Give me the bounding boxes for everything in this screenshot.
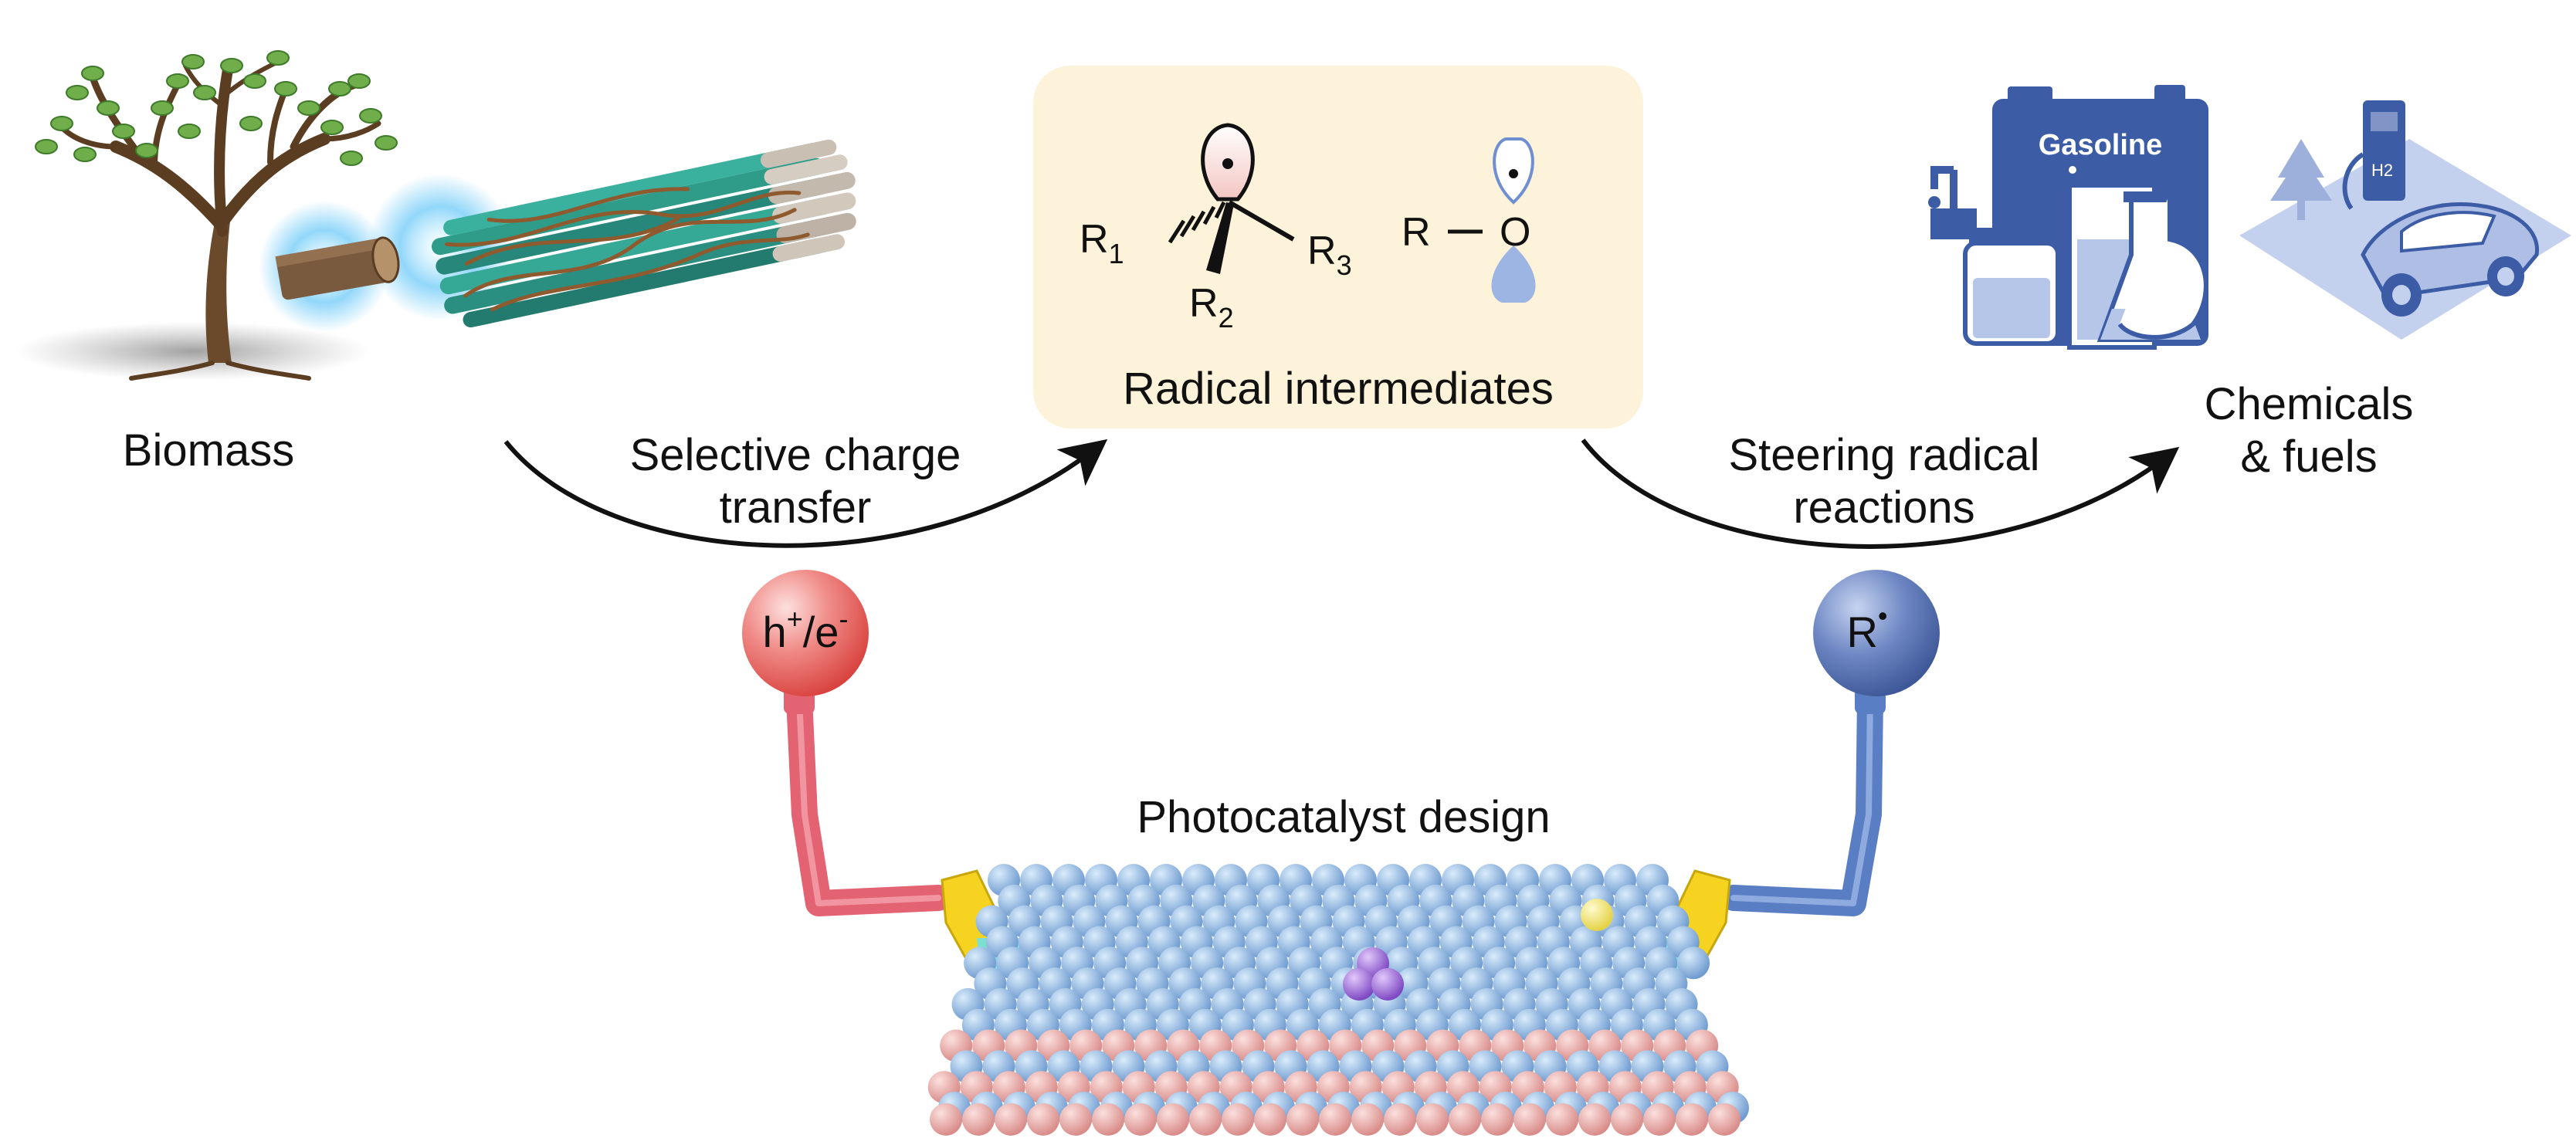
svg-text:R1: R1: [1080, 217, 1124, 269]
lattice-atom: [1578, 1103, 1611, 1136]
electron-label: /e: [803, 608, 839, 656]
lattice-atom: [1481, 1103, 1513, 1136]
chemicals-fuels-label: Chemicals & fuels: [2162, 378, 2456, 484]
active-site-atom: [1371, 968, 1404, 1001]
carbon-r2-subscript: 2: [1219, 302, 1234, 334]
charge-transfer-line-2: transfer: [719, 483, 872, 533]
h2-pump-label: H2: [2371, 161, 2393, 180]
lattice-atom: [1546, 1103, 1578, 1136]
carbon-r2-label: R: [1189, 281, 1219, 326]
radical-dot: •: [1878, 600, 1888, 632]
lattice-atom: [1611, 1103, 1643, 1136]
gasoline-label: Gasoline: [2039, 129, 2163, 161]
lattice-atom: [930, 1103, 962, 1136]
radical-intermediates-panel: [1033, 66, 1643, 428]
alkoxy-o-label: O: [1500, 210, 1530, 255]
tree-icon: [15, 50, 398, 381]
carbon-r3-label: R: [1307, 229, 1337, 273]
charge-transfer-label: Selective charge transfer: [564, 429, 1027, 535]
chemicals-line-1: Chemicals: [2204, 379, 2414, 429]
lattice-atom: [1222, 1103, 1254, 1136]
hole-electron-sphere: h+/e-: [742, 570, 869, 696]
lattice-atom: [1643, 1103, 1676, 1136]
photocatalyst-lattice: [927, 864, 1749, 1136]
alkoxy-r-label: R: [1402, 210, 1431, 255]
lattice-atom: [1286, 1103, 1319, 1136]
lattice-atom: [1676, 1103, 1708, 1136]
svg-text:R•: R•: [1846, 600, 1887, 656]
charge-transfer-arrow: [503, 439, 1108, 548]
lattice-atom: [1384, 1103, 1416, 1136]
lattice-atom: [1319, 1103, 1351, 1136]
gasoline-chemicals-icon: Gasoline: [1928, 85, 2208, 350]
steering-label: Steering radical reactions: [1668, 429, 2100, 535]
carbon-r1-subscript: 1: [1109, 238, 1124, 269]
carbon-r3-subscript: 3: [1337, 249, 1352, 281]
lattice-atom: [1708, 1103, 1740, 1136]
carbon-r1-label: R: [1080, 217, 1109, 262]
radical-intermediates-label: Radical intermediates: [1123, 364, 1554, 414]
lattice-atom: [1157, 1103, 1189, 1136]
radical-sphere: R•: [1813, 570, 1940, 696]
charge-transfer-line-1: Selective charge: [629, 430, 961, 480]
lattice-atom: [962, 1103, 995, 1136]
lattice-atom: [1189, 1103, 1222, 1136]
carbon-radical-structure: R1 R2 R3: [1080, 123, 1352, 334]
lattice-atom: [1416, 1103, 1449, 1136]
lattice-atom: [995, 1103, 1027, 1136]
steering-arrow: [1581, 439, 2180, 549]
radical-r-label: R: [1846, 608, 1877, 656]
hole-sup: +: [787, 603, 803, 635]
biomass-label: Biomass: [122, 425, 295, 476]
chemicals-line-2: & fuels: [2240, 432, 2378, 483]
lattice-atom: [1677, 947, 1710, 980]
svg-text:h+/e-: h+/e-: [763, 603, 849, 656]
lattice-atom: [1059, 1103, 1092, 1136]
lattice-atom: [1351, 1103, 1384, 1136]
lattice-atom: [1254, 1103, 1286, 1136]
active-site-atom: [1343, 968, 1375, 1001]
biomass-fiber-icon: [259, 139, 856, 332]
alkoxy-radical-structure: R O: [1402, 137, 1536, 303]
hole-label: h: [763, 608, 787, 656]
lattice-atom: [1449, 1103, 1481, 1136]
svg-text:R3: R3: [1307, 229, 1352, 281]
lattice-atom: [1027, 1103, 1059, 1136]
photocatalyst-label: Photocatalyst design: [1137, 792, 1551, 842]
lattice-atom: [1513, 1103, 1546, 1136]
steering-line-2: reactions: [1793, 483, 1975, 533]
h2-car-station-icon: H2: [2239, 100, 2571, 340]
lattice-atom: [1124, 1103, 1157, 1136]
dopant-atom: [1581, 899, 1613, 931]
steering-line-1: Steering radical: [1728, 430, 2040, 480]
electron-sup: -: [839, 603, 848, 635]
svg-text:R2: R2: [1189, 281, 1234, 334]
lattice-atom: [1092, 1103, 1124, 1136]
